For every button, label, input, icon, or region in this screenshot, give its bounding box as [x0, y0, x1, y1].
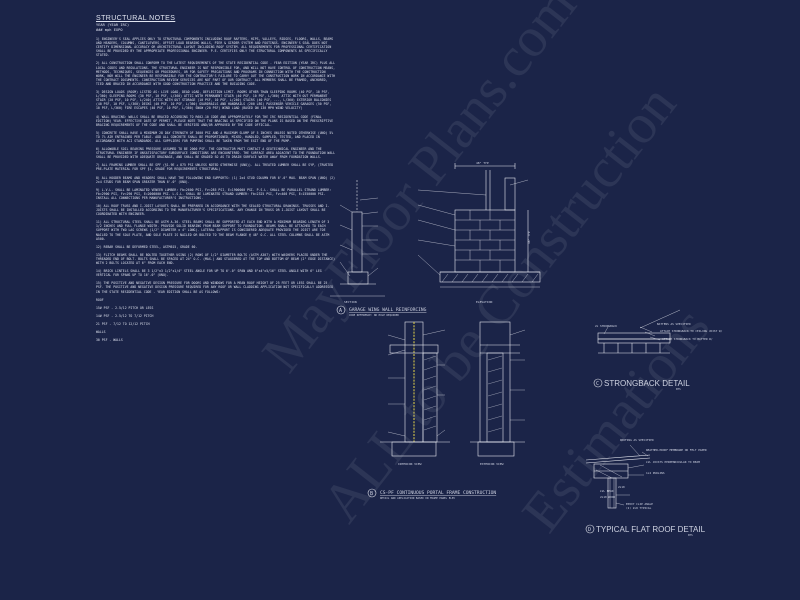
structural-notes: STRUCTURAL NOTES YEAR (YEAR IRC) ### mph… — [96, 14, 336, 594]
detail-d-marker — [585, 524, 595, 534]
portal-subtitle: DETAIL AND APPLICATION BASED ON FRAME PA… — [380, 496, 455, 500]
notes-code-line: YEAR (YEAR IRC) — [96, 23, 130, 27]
garage-dim-side: 48" TYP — [527, 231, 531, 244]
note-item: 13) FLITCH BEAMS SHALL BE BOLTED TOGETHE… — [96, 252, 336, 266]
portal-exterior-label: EXTERIOR VIEW — [480, 462, 504, 466]
note-item: 11) ALL STRUCTURAL STEEL SHALL BE ASTM A… — [96, 220, 330, 241]
garage-title: GARAGE WING WALL REINFORCING — [349, 307, 427, 313]
notes-title: STRUCTURAL NOTES — [96, 15, 176, 22]
garage-section-label: SECTION — [344, 300, 357, 304]
flatroof-title: TYPICAL FLAT ROOF DETAIL — [596, 525, 706, 534]
garage-dim-top: 48" TYP — [476, 161, 489, 165]
note-item: 15) THE POSITIVE AND NEGATIVE DESIGN PRE… — [96, 281, 334, 294]
note-item: 12) REBAR SHALL BE DEFORMED STEEL, ASTM6… — [96, 244, 198, 249]
note-item: 3) DESIGN LOADS (ROOM) LISTED AS: LIVE L… — [96, 90, 332, 111]
detail-a-marker — [336, 305, 346, 315]
note-item: 6) ALLOWABLE SOIL BEARING PRESSURE ASSUM… — [96, 147, 336, 160]
detail-c-number: C — [596, 381, 599, 387]
flatroof-scale: NTS — [688, 533, 693, 537]
note-item: 7) ALL FRAMING LUMBER SHALL BE SPF (§1.9… — [96, 163, 334, 172]
flatroof-callout-purlins: 1x4 PURLINS — [646, 471, 665, 475]
flatroof-callout-2x10-wood: 2x10 WOOD — [600, 495, 615, 499]
portal-interior-label: INTERIOR VIEW — [398, 462, 422, 466]
note-item: 14# PSF - 2.5/12 TO 7/12 PITCH — [96, 313, 154, 318]
notes-wind-line: ### mph EXPO — [96, 28, 123, 32]
detail-b-marker — [367, 488, 377, 498]
garage-subtitle: CODE REFERENCE: NO HOLE REQUIRED — [349, 313, 399, 317]
notes-list: 1) ENGINEER'S SEAL APPLIES ONLY TO STRUC… — [96, 37, 336, 342]
flatroof-callout-lvl-joists: LVL JOISTS PERPENDICULAR TO BEAM — [646, 460, 700, 464]
note-item: ROOF — [96, 297, 104, 302]
strongback-scale: NTS — [676, 387, 681, 391]
portal-title: CS-PF CONTINUOUS PORTAL FRAME CONSTRUCTI… — [380, 490, 496, 496]
note-item: 2) ALL CONSTRUCTION SHALL CONFORM TO THE… — [96, 61, 336, 86]
note-item: 30 PSF - WALLS — [96, 338, 123, 343]
flatroof-callout-2x8: (2) 2x8 TYPICAL — [626, 506, 652, 510]
flatroof-callout-membrane: WEATHER-PROOF MEMBRANE OR FELT PAPER — [646, 448, 707, 452]
detail-d-number: D — [588, 527, 591, 533]
strongback-title: STRONGBACK DETAIL — [604, 379, 690, 388]
detail-c-marker — [593, 378, 603, 388]
note-item: 21 PSF - 7/12 TO 12/12 PITCH — [96, 321, 150, 326]
strongback-left-label: 2x STRONGBACK — [595, 324, 617, 328]
flatroof-callout-roofing: ROOFING AS SPECIFIED — [620, 438, 654, 442]
detail-b-number: B — [370, 491, 373, 497]
strongback-callout-batten: ATTACH STRONGBACK TO BATTEN W/ — [662, 337, 713, 341]
flatroof-callout-lvl-bead: LVL BEAD — [600, 489, 614, 493]
note-item: 4) WALL BRACING: WALLS SHALL BE BRACED A… — [96, 114, 334, 127]
note-item: 9) L.V.L. SHALL BE LAMINATED VENEER LUMB… — [96, 187, 332, 200]
strongback-callout-battens: BATTENS AS SPECIFIED — [657, 322, 691, 326]
note-item: WALLS — [96, 329, 106, 334]
note-item: 10) ALL ROOF TRUSS AND I-JOIST LAYOUTS S… — [96, 204, 330, 217]
note-item: 14) BRICK LINTELS SHALL BE 3 1/2"x3 1/2"… — [96, 269, 322, 278]
note-item: 15# PSF - 2.5/12 PITCH OR LESS — [96, 305, 154, 310]
note-item: 1) ENGINEER'S SEAL APPLIES ONLY TO STRUC… — [96, 37, 334, 58]
flatroof-callout-clip: EPOXY CLIP ANGLE — [626, 502, 653, 506]
strongback-callout-ceiling: ATTACH STRONGBACK TO CEILING JOIST W/ — [660, 329, 723, 333]
flatroof-callout-2x10: 2x10 — [618, 485, 625, 489]
garage-elevation-label: ELEVATION — [476, 300, 492, 304]
detail-a-number: A — [339, 308, 342, 314]
note-item: 8) ALL HOODER BEAMS AND HEADERS SHALL HA… — [96, 175, 336, 184]
note-item: 5) CONCRETE SHALL HAVE A MINIMUM 28 DAY … — [96, 130, 334, 143]
